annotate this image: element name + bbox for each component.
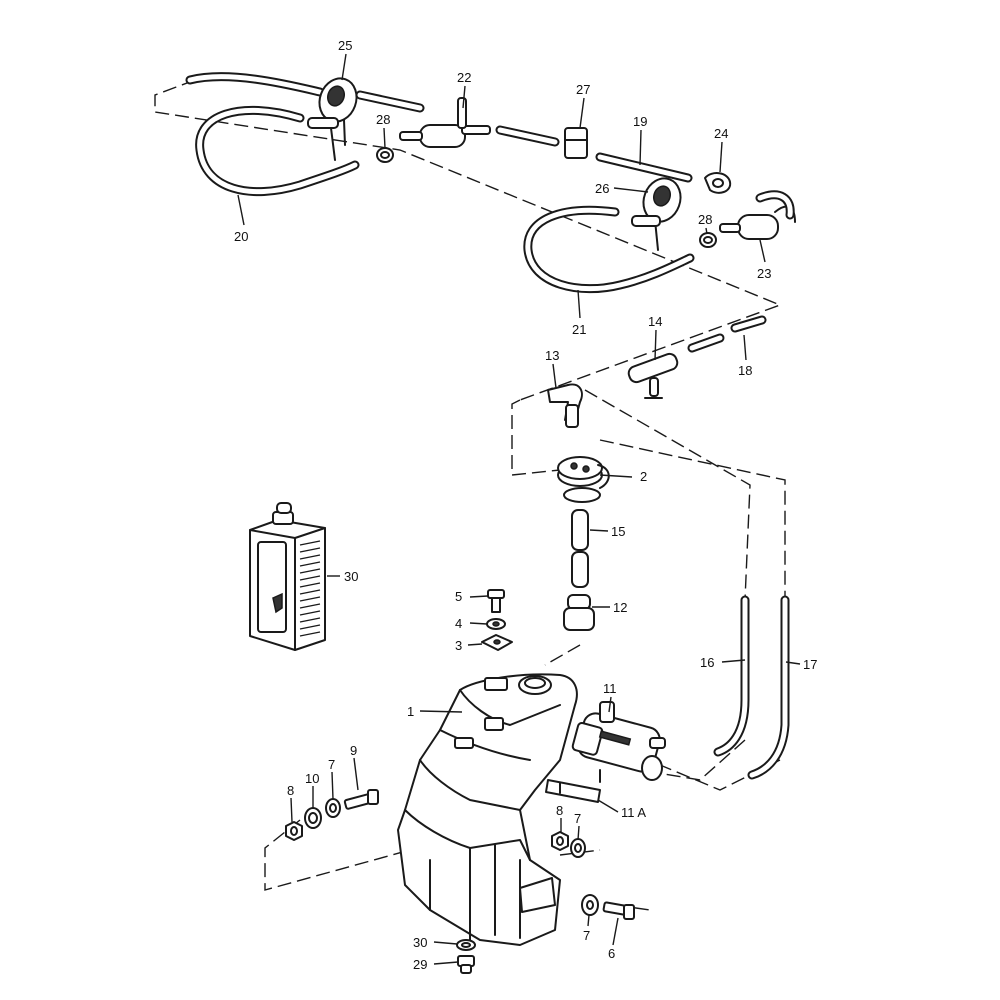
callout-11a: 11 A xyxy=(621,805,646,820)
mounting-bracket-11a xyxy=(545,779,601,803)
t-connector-14 xyxy=(627,352,679,399)
nut-8-left xyxy=(285,821,303,841)
callout-3: 3 xyxy=(455,638,462,653)
plug-29 xyxy=(457,955,475,974)
callout-labels: 25 22 27 28 19 24 26 28 20 23 21 14 13 1… xyxy=(234,38,817,972)
washer-hose-17 xyxy=(747,595,790,780)
leader-lines xyxy=(237,53,801,965)
callout-8-right: 8 xyxy=(556,803,563,818)
washer-hose-top xyxy=(185,72,425,113)
callout-25: 25 xyxy=(338,38,352,53)
callout-7-right: 7 xyxy=(574,811,581,826)
washer-4 xyxy=(486,618,506,630)
plate-3 xyxy=(481,634,513,651)
washer-pump-11 xyxy=(571,701,666,783)
fluid-bottle-30 xyxy=(249,502,326,651)
washer-jet-26 xyxy=(631,177,682,251)
hose-clamp-28-top xyxy=(376,147,394,163)
filler-cap-2 xyxy=(557,456,610,503)
callout-11: 11 xyxy=(603,681,617,696)
hose-clamp-28-right xyxy=(699,232,717,248)
bolt-5 xyxy=(487,589,505,613)
hose-clip-27 xyxy=(564,127,588,159)
callout-29: 29 xyxy=(413,957,427,972)
callout-30-seal: 30 xyxy=(413,935,427,950)
washer-hose-18 xyxy=(687,315,767,353)
callout-5: 5 xyxy=(455,589,462,604)
washer-hose-21 xyxy=(523,205,695,294)
seal-30-bottom xyxy=(456,939,476,951)
callout-9: 9 xyxy=(350,743,357,758)
callout-18: 18 xyxy=(738,363,752,378)
callout-7-bottom: 7 xyxy=(583,928,590,943)
callout-13: 13 xyxy=(545,348,559,363)
callout-28-right: 28 xyxy=(698,212,712,227)
pickup-strainer-12 xyxy=(563,594,595,631)
callout-22: 22 xyxy=(457,70,471,85)
hose-clip-24 xyxy=(704,172,732,194)
washer-hose-19 xyxy=(595,152,693,183)
callout-14: 14 xyxy=(648,314,662,329)
elbow-connector-13 xyxy=(547,383,583,428)
washer-7-bottom xyxy=(581,894,599,916)
callout-23: 23 xyxy=(757,266,771,281)
washer-jet-25 xyxy=(307,77,358,161)
callout-19: 19 xyxy=(633,114,647,129)
callout-27: 27 xyxy=(576,82,590,97)
callout-6: 6 xyxy=(608,946,615,961)
callout-10: 10 xyxy=(305,771,319,786)
bolt-6 xyxy=(602,901,635,920)
washer-hose-middle xyxy=(495,125,560,147)
nut-8-right xyxy=(551,831,569,851)
callout-17: 17 xyxy=(803,657,817,672)
callout-15: 15 xyxy=(611,524,625,539)
elbow-connector-23 xyxy=(719,190,796,240)
callout-1: 1 xyxy=(407,704,414,719)
callout-26: 26 xyxy=(595,181,609,196)
callout-16: 16 xyxy=(700,655,714,670)
callout-21: 21 xyxy=(572,322,586,337)
tube-15 xyxy=(571,509,589,588)
washer-7-left xyxy=(325,798,341,818)
washer-hose-16 xyxy=(713,595,750,757)
bolt-9 xyxy=(343,789,379,810)
callout-2: 2 xyxy=(640,469,647,484)
callout-4: 4 xyxy=(455,616,462,631)
washer-7-right xyxy=(570,838,586,858)
washer-reservoir-1 xyxy=(397,673,578,946)
callout-20: 20 xyxy=(234,229,248,244)
washer-hose-20 xyxy=(195,105,360,196)
t-connector-22 xyxy=(399,97,491,148)
washer-10 xyxy=(304,807,322,829)
callout-28-top: 28 xyxy=(376,112,390,127)
callout-8-left: 8 xyxy=(287,783,294,798)
callout-12: 12 xyxy=(613,600,627,615)
callout-7-left: 7 xyxy=(328,757,335,772)
callout-30-bottle: 30 xyxy=(344,569,358,584)
callout-24: 24 xyxy=(714,126,728,141)
